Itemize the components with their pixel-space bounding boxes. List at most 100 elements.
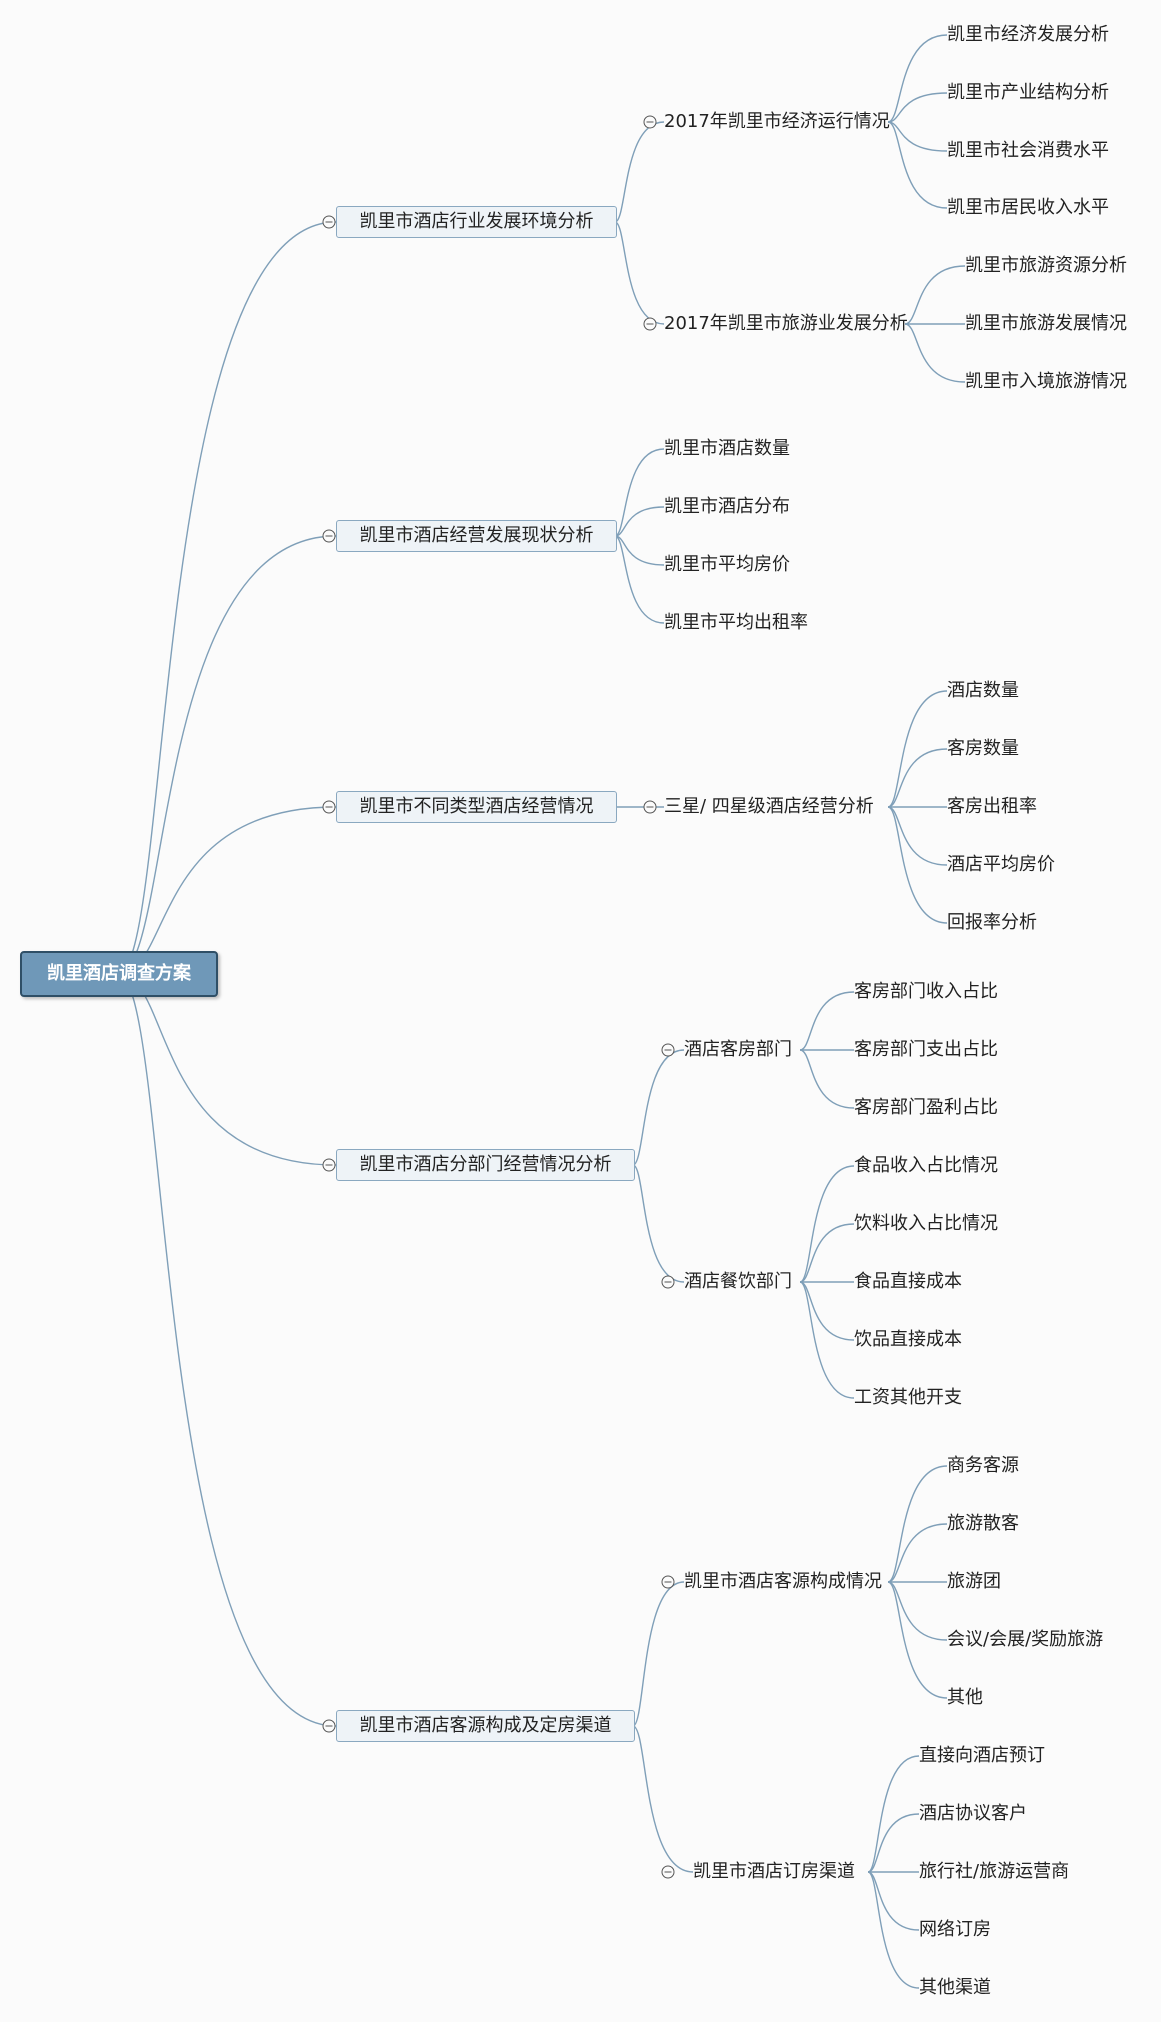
branch-topic[interactable]: 凯里市酒店客源构成及定房渠道: [336, 1710, 635, 1742]
connector-line: [614, 121, 665, 223]
connector-line: [614, 221, 665, 325]
connector-line: [887, 34, 948, 123]
leaf-topic[interactable]: 食品直接成本: [854, 1271, 962, 1292]
leaf-topic[interactable]: 其他渠道: [919, 1977, 991, 1998]
leaf-topic[interactable]: 旅游团: [947, 1571, 1001, 1592]
leaf-topic[interactable]: 商务客源: [947, 1455, 1019, 1476]
leaf-topic[interactable]: 凯里市经济发展分析: [947, 24, 1109, 45]
connector-line: [799, 1165, 855, 1283]
subtopic[interactable]: 酒店餐饮部门: [684, 1271, 792, 1292]
leaf-topic[interactable]: 客房数量: [947, 738, 1019, 759]
leaf-topic[interactable]: 客房部门收入占比: [854, 981, 998, 1002]
subtopic[interactable]: 凯里市酒店订房渠道: [693, 1861, 855, 1882]
collapse-toggle-icon[interactable]: [322, 1158, 336, 1172]
connector-line: [799, 1281, 855, 1399]
connector-line: [887, 806, 948, 866]
collapse-toggle-icon[interactable]: [643, 800, 657, 814]
leaf-topic[interactable]: 饮料收入占比情况: [854, 1213, 998, 1234]
collapse-toggle-icon[interactable]: [322, 215, 336, 229]
connector-line: [904, 323, 966, 383]
leaf-topic[interactable]: 凯里市居民收入水平: [947, 197, 1109, 218]
connector-line: [799, 1049, 855, 1109]
connector-line: [867, 1871, 920, 1931]
collapse-toggle-icon[interactable]: [661, 1575, 675, 1589]
connector-line: [887, 748, 948, 808]
connector-line: [799, 991, 855, 1051]
leaf-topic[interactable]: 网络订房: [919, 1919, 991, 1940]
leaf-topic[interactable]: 饮品直接成本: [854, 1329, 962, 1350]
leaf-topic[interactable]: 客房部门盈利占比: [854, 1097, 998, 1118]
connector-line: [799, 1223, 855, 1283]
leaf-topic[interactable]: 旅行社/旅游运营商: [919, 1861, 1070, 1882]
connector-line: [632, 1164, 685, 1283]
leaf-topic[interactable]: 食品收入占比情况: [854, 1155, 998, 1176]
connector-line: [117, 221, 337, 975]
subtopic[interactable]: 凯里市酒店客源构成情况: [684, 1571, 882, 1592]
leaf-topic[interactable]: 凯里市旅游资源分析: [965, 255, 1127, 276]
root-topic[interactable]: 凯里酒店调查方案: [20, 951, 218, 997]
connector-line: [887, 690, 948, 808]
collapse-toggle-icon[interactable]: [661, 1865, 675, 1879]
connector-line: [887, 121, 948, 209]
connector-line: [887, 1465, 948, 1583]
leaf-topic[interactable]: 直接向酒店预订: [919, 1745, 1045, 1766]
leaf-topic[interactable]: 凯里市产业结构分析: [947, 82, 1109, 103]
collapse-toggle-icon[interactable]: [643, 317, 657, 331]
collapse-toggle-icon[interactable]: [322, 800, 336, 814]
connector-line: [887, 1581, 948, 1699]
connector-line: [614, 535, 665, 566]
leaf-topic[interactable]: 回报率分析: [947, 912, 1037, 933]
leaf-topic[interactable]: 凯里市平均房价: [664, 554, 790, 575]
collapse-toggle-icon[interactable]: [322, 529, 336, 543]
branch-topic[interactable]: 凯里市不同类型酒店经营情况: [336, 791, 617, 823]
leaf-topic[interactable]: 酒店协议客户: [919, 1803, 1027, 1824]
collapse-toggle-icon[interactable]: [661, 1043, 675, 1057]
connector-line: [117, 806, 337, 975]
branch-topic[interactable]: 凯里市酒店行业发展环境分析: [336, 206, 617, 238]
leaf-topic[interactable]: 其他: [947, 1687, 983, 1708]
collapse-toggle-icon[interactable]: [322, 1719, 336, 1733]
leaf-topic[interactable]: 凯里市社会消费水平: [947, 140, 1109, 161]
subtopic[interactable]: 2017年凯里市旅游业发展分析: [664, 313, 908, 334]
connector-line: [614, 448, 665, 537]
branch-topic[interactable]: 凯里市酒店分部门经营情况分析: [336, 1149, 635, 1181]
connector-line: [867, 1871, 920, 1989]
connector-line: [614, 506, 665, 537]
connector-line: [614, 535, 665, 624]
leaf-topic[interactable]: 凯里市旅游发展情况: [965, 313, 1127, 334]
connector-line: [632, 1581, 685, 1727]
subtopic[interactable]: 酒店客房部门: [684, 1039, 792, 1060]
leaf-topic[interactable]: 旅游散客: [947, 1513, 1019, 1534]
leaf-topic[interactable]: 工资其他开支: [854, 1387, 962, 1408]
connector-line: [887, 806, 948, 924]
connector-line: [887, 92, 948, 123]
connector-line: [117, 973, 337, 1166]
connector-line: [887, 1523, 948, 1583]
leaf-topic[interactable]: 客房部门支出占比: [854, 1039, 998, 1060]
leaf-topic[interactable]: 凯里市入境旅游情况: [965, 371, 1127, 392]
connector-line: [117, 973, 337, 1727]
collapse-toggle-icon[interactable]: [643, 115, 657, 129]
leaf-topic[interactable]: 酒店数量: [947, 680, 1019, 701]
leaf-topic[interactable]: 酒店平均房价: [947, 854, 1055, 875]
collapse-toggle-icon[interactable]: [661, 1275, 675, 1289]
subtopic[interactable]: 2017年凯里市经济运行情况: [664, 111, 890, 132]
connector-line: [887, 121, 948, 152]
subtopic[interactable]: 三星/ 四星级酒店经营分析: [664, 796, 874, 817]
leaf-topic[interactable]: 会议/会展/奖励旅游: [947, 1629, 1104, 1650]
connector-line: [904, 265, 966, 325]
connector-line: [867, 1755, 920, 1873]
leaf-topic[interactable]: 凯里市酒店数量: [664, 438, 790, 459]
leaf-topic[interactable]: 凯里市酒店分布: [664, 496, 790, 517]
connector-line: [632, 1725, 694, 1873]
connector-line: [867, 1813, 920, 1873]
connector-line: [117, 535, 337, 975]
leaf-topic[interactable]: 凯里市平均出租率: [664, 612, 808, 633]
branch-topic[interactable]: 凯里市酒店经营发展现状分析: [336, 520, 617, 552]
connector-line: [799, 1281, 855, 1341]
connector-line: [632, 1049, 685, 1166]
leaf-topic[interactable]: 客房出租率: [947, 796, 1037, 817]
connector-line: [887, 1581, 948, 1641]
